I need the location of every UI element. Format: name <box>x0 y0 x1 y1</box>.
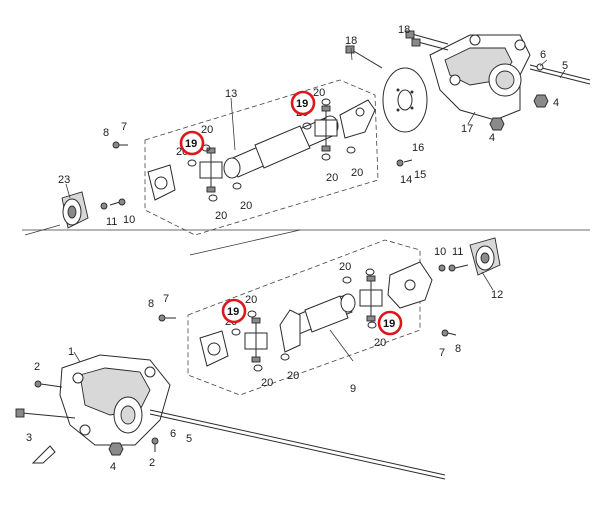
label-8: 8 <box>455 343 461 355</box>
u-joint-upper-right <box>314 105 338 152</box>
lower-driveshaft <box>279 293 356 353</box>
label-5: 5 <box>186 433 192 445</box>
svg-text:19: 19 <box>383 318 395 330</box>
u-joint-lower-left <box>244 317 268 363</box>
label-20: 20 <box>313 87 325 99</box>
label-5: 5 <box>562 60 568 72</box>
routing-line <box>24 224 61 236</box>
label-10: 10 <box>123 214 135 226</box>
flange-lower <box>199 330 229 367</box>
label-2: 2 <box>34 361 40 373</box>
routing-line <box>189 229 301 256</box>
label-20: 20 <box>339 261 351 273</box>
label-4: 4 <box>489 132 495 144</box>
axle-shaft <box>149 409 446 476</box>
label-16: 16 <box>412 142 424 154</box>
bolt-3-head <box>15 408 25 418</box>
label-8: 8 <box>148 298 154 310</box>
leader-lines <box>65 47 566 363</box>
coupling-12 <box>469 237 501 276</box>
label-17: 17 <box>461 123 473 135</box>
label-20: 20 <box>245 294 257 306</box>
label-7: 7 <box>163 293 169 305</box>
coupling-23 <box>61 191 89 229</box>
axle-shaft <box>149 413 446 480</box>
label-13: 13 <box>225 88 237 100</box>
label-4: 4 <box>110 461 116 473</box>
highlight-callout-19: 19 <box>377 310 403 336</box>
front-gearcase <box>59 354 171 446</box>
label-20: 20 <box>201 124 213 136</box>
label-20: 20 <box>287 370 299 382</box>
label-20: 20 <box>240 200 252 212</box>
u-joint-lower-right <box>359 275 383 322</box>
flange-upper <box>147 164 176 201</box>
highlight-callout-19: 19 <box>221 298 247 324</box>
label-11: 11 <box>452 246 463 258</box>
label-11: 11 <box>106 216 117 228</box>
label-8: 8 <box>103 127 109 139</box>
label-20: 20 <box>215 210 227 222</box>
svg-text:19: 19 <box>296 98 308 110</box>
label-20: 20 <box>261 377 273 389</box>
label-10: 10 <box>434 246 446 258</box>
label-23: 23 <box>58 174 70 186</box>
pin-6 <box>536 63 544 71</box>
highlight-callout-19: 19 <box>179 130 205 156</box>
label-15: 15 <box>414 169 426 181</box>
nut-4 <box>489 94 549 131</box>
rear-gearcase <box>429 34 531 121</box>
label-18: 18 <box>345 35 357 47</box>
bolt-3 <box>21 412 76 419</box>
label-3: 3 <box>26 432 32 444</box>
label-6: 6 <box>170 428 176 440</box>
label-18: 18 <box>398 24 410 36</box>
label-7: 7 <box>439 347 445 359</box>
group-box-lower-driveshaft <box>187 239 421 396</box>
label-12: 12 <box>491 289 503 301</box>
group-box-upper-driveshaft <box>144 79 379 236</box>
svg-text:19: 19 <box>227 306 239 318</box>
direction-marker <box>31 445 56 464</box>
label-9: 9 <box>350 383 356 395</box>
yoke-lower-right <box>387 261 433 309</box>
label-20: 20 <box>351 167 363 179</box>
bolt-18 <box>345 30 449 69</box>
svg-text:19: 19 <box>185 138 197 150</box>
label-6: 6 <box>540 49 546 61</box>
label-20: 20 <box>374 337 386 349</box>
u-joint-upper-left <box>199 147 223 193</box>
label-20: 20 <box>326 172 338 184</box>
label-7: 7 <box>121 121 127 133</box>
label-1: 1 <box>68 346 74 358</box>
brake-disc <box>382 67 428 133</box>
bolts-upper-left <box>100 141 413 210</box>
label-14: 14 <box>400 174 412 186</box>
label-4: 4 <box>553 97 559 109</box>
highlight-callout-19: 19 <box>290 90 316 116</box>
axle-shaft <box>529 68 591 85</box>
bolts-lower <box>158 264 469 337</box>
nut-4-lower <box>108 442 124 456</box>
label-2: 2 <box>149 457 155 469</box>
bolts-2 <box>34 380 159 452</box>
snap-rings-upper <box>187 98 356 202</box>
